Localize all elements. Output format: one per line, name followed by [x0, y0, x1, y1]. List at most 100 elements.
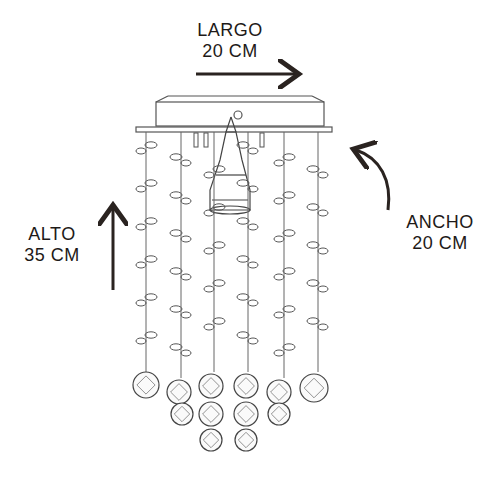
crystal-bead: [237, 256, 249, 262]
crystal-bead: [318, 210, 328, 216]
crystal-bead: [145, 332, 157, 338]
crystal-bead: [283, 154, 295, 160]
crystal-bead: [213, 280, 225, 286]
crystal-facet: [271, 406, 286, 421]
crystal-facet: [203, 406, 220, 423]
crystal-bead: [274, 160, 284, 166]
crystal-ball: [200, 429, 222, 451]
crystal-bead: [307, 204, 319, 210]
crystal-bead: [237, 294, 249, 300]
crystal-bead: [318, 286, 328, 292]
crystal-facet: [304, 378, 324, 398]
crystal-bead: [318, 324, 328, 330]
crystal-bead: [145, 180, 157, 186]
crystal-ball: [235, 429, 257, 451]
crystal-bead: [307, 280, 319, 286]
crystal-bead: [136, 300, 146, 306]
crystal-facet: [137, 376, 155, 394]
crystal-bead: [170, 306, 182, 312]
crystal-bead: [204, 172, 214, 178]
crystal-bead: [283, 344, 295, 350]
crystal-bead: [248, 262, 258, 268]
crystal-hook: [204, 133, 208, 147]
crystal-bead: [181, 312, 191, 318]
crystal-ball: [300, 374, 328, 402]
crystal-facet: [238, 378, 255, 395]
crystal-facet: [238, 406, 255, 423]
crystal-ball: [234, 402, 258, 426]
height-arrow: [112, 208, 115, 290]
dimension-label: LARGO 20 CM: [190, 20, 270, 61]
canopy: [136, 96, 332, 132]
crystal-hook: [194, 133, 198, 147]
crystal-bead: [307, 242, 319, 248]
crystal-facet: [238, 432, 253, 447]
length-arrow: [196, 73, 296, 76]
crystal-bead: [213, 242, 225, 248]
crystal-facet: [203, 432, 218, 447]
crystal-bead: [181, 274, 191, 280]
crystal-ball: [167, 380, 191, 404]
crystal-bead: [274, 236, 284, 242]
crystal-ball: [234, 374, 258, 398]
width-arrow: [356, 150, 389, 210]
crystal-bead: [213, 318, 225, 324]
crystal-bead: [237, 218, 249, 224]
crystal-bead: [213, 166, 225, 172]
crystal-bead: [248, 224, 258, 230]
crystal-bead: [307, 318, 319, 324]
crystal-bead: [136, 338, 146, 344]
crystal-bead: [213, 204, 225, 210]
crystal-ball: [199, 374, 223, 398]
crystal-bead: [274, 198, 284, 204]
crystal-bead: [136, 224, 146, 230]
lamp-socket: [210, 117, 250, 214]
crystal-bead: [181, 236, 191, 242]
crystal-bead: [307, 166, 319, 172]
crystal-bead: [318, 172, 328, 178]
crystal-bead: [170, 344, 182, 350]
crystal-bead: [145, 294, 157, 300]
crystal-bead: [237, 180, 249, 186]
crystal-facet: [271, 384, 288, 401]
crystal-bead: [274, 274, 284, 280]
crystal-bead: [145, 256, 157, 262]
crystal-bead: [204, 324, 214, 330]
crystal-ball: [267, 380, 291, 404]
crystal-facet: [203, 378, 220, 395]
dimension-label: ALTO 35 CM: [16, 224, 88, 265]
crystal-bead: [274, 350, 284, 356]
strand-wire: [284, 132, 285, 378]
crystal-bead: [283, 230, 295, 236]
crystal-bead: [181, 198, 191, 204]
dimension-label: ANCHO 20 CM: [401, 212, 479, 253]
crystal-bead: [170, 230, 182, 236]
crystal-bead: [145, 218, 157, 224]
crystal-facet: [174, 406, 189, 421]
crystal-bead: [204, 210, 214, 216]
crystal-bead: [170, 154, 182, 160]
crystal-bead: [248, 338, 258, 344]
crystal-ball: [171, 403, 193, 425]
crystal-bead: [283, 268, 295, 274]
crystal-bead: [237, 142, 249, 148]
crystal-bead: [204, 286, 214, 292]
crystal-bead: [181, 160, 191, 166]
crystal-ball: [133, 372, 159, 398]
crystal-ball: [268, 403, 290, 425]
crystal-bead: [237, 332, 249, 338]
crystal-bead: [181, 350, 191, 356]
crystal-hook: [260, 133, 264, 147]
crystal-bead: [248, 148, 258, 154]
crystal-bead: [248, 300, 258, 306]
crystal-facet: [171, 384, 188, 401]
crystal-bead: [170, 192, 182, 198]
crystal-bead: [170, 268, 182, 274]
crystal-strands: [133, 132, 328, 451]
crystal-bead: [145, 142, 157, 148]
crystal-bead: [283, 192, 295, 198]
crystal-bead: [136, 262, 146, 268]
strand-wire: [181, 132, 182, 378]
crystal-bead: [318, 248, 328, 254]
crystal-bead: [274, 312, 284, 318]
